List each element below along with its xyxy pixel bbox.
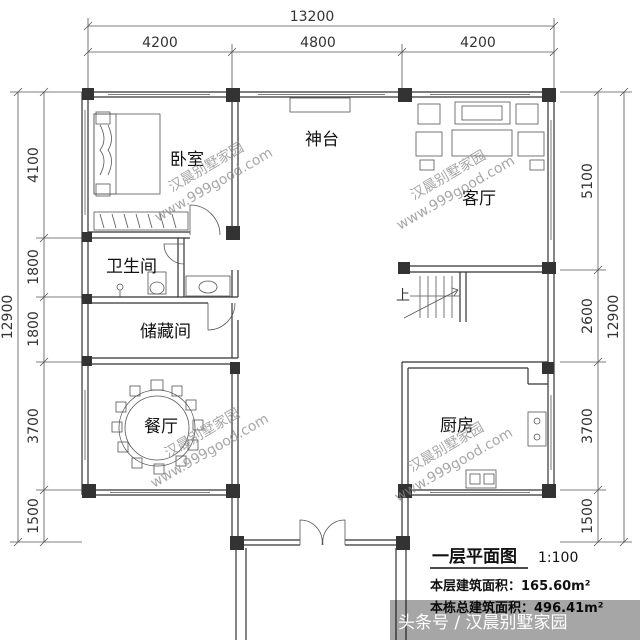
top-dimension-lines — [83, 18, 559, 88]
sofa-set-icon — [415, 101, 545, 171]
stair-up-label: 上 — [396, 288, 410, 304]
right-dimension-lines — [560, 87, 632, 547]
shrine-niche-icon — [289, 97, 351, 113]
room-label-dining: 餐厅 — [144, 417, 178, 437]
dim-right-segment-3: 3700 — [580, 408, 596, 444]
kitchen-sink-icon — [465, 469, 497, 489]
stove-icon — [527, 411, 547, 447]
dim-right-segment-2: 2600 — [580, 298, 596, 334]
staircase-icon — [403, 276, 460, 319]
room-label-shrine: 神台 — [305, 130, 339, 150]
wash-basin-icon — [185, 275, 231, 297]
room-label-living-room: 客厅 — [462, 189, 496, 209]
dim-left-segment-5: 1500 — [26, 498, 42, 534]
dim-left-segment-4: 3700 — [26, 408, 42, 444]
entrance-door-icon — [299, 519, 346, 546]
total-area: 本栋总建筑面积：496.41m² — [430, 600, 603, 616]
structural-columns — [82, 88, 556, 550]
room-label-bathroom: 卫生间 — [106, 257, 157, 277]
toilet-icon — [147, 271, 167, 295]
dim-left-segment-1: 4100 — [26, 147, 42, 183]
plan-title: 一层平面图 — [432, 547, 517, 567]
exterior-walls — [81, 91, 555, 640]
dim-top-segment-2: 4800 — [300, 35, 336, 51]
room-label-bedroom: 卧室 — [170, 150, 204, 170]
floor-area: 本层建筑面积：165.60m² — [430, 578, 590, 594]
dim-right-segment-4: 1500 — [580, 498, 596, 534]
dim-right-segment-1: 5100 — [580, 163, 596, 199]
windows — [84, 94, 552, 493]
bathroom-door-swing-icon — [163, 243, 185, 265]
room-label-kitchen: 厨房 — [440, 416, 474, 436]
shower-icon — [116, 283, 124, 297]
bed-icon — [93, 111, 161, 197]
left-dimension-lines — [10, 87, 82, 547]
dim-right-total: 12900 — [606, 295, 622, 340]
dim-top-segment-3: 4200 — [460, 35, 496, 51]
source-caption: 头条号 / 汉晨别墅家园 — [398, 613, 568, 633]
plan-scale: 1:100 — [538, 550, 578, 566]
dim-top-total: 13200 — [290, 9, 335, 25]
dim-top-segment-1: 4200 — [142, 35, 178, 51]
room-label-storage: 储藏间 — [140, 322, 191, 342]
dim-left-segment-2: 1800 — [26, 249, 42, 285]
source-caption-background — [390, 600, 640, 640]
dim-left-segment-3: 1800 — [26, 311, 42, 347]
dim-left-total: 12900 — [0, 295, 16, 340]
bedroom-door-swing-icon — [189, 204, 221, 236]
interior-walls — [88, 97, 548, 495]
storage-door-swing-icon — [207, 302, 236, 331]
dining-table-icon — [111, 379, 204, 475]
wardrobe-icon — [93, 211, 189, 231]
